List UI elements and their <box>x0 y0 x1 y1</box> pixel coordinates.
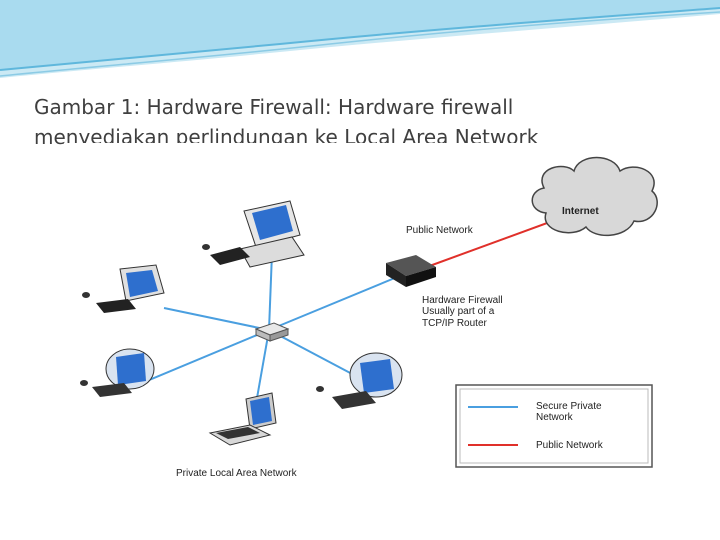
firewall-label-1: Hardware Firewall <box>422 295 503 306</box>
lan-label: Private Local Area Network <box>176 468 298 479</box>
wave-banner <box>0 0 720 78</box>
computer-left-upper <box>82 264 165 313</box>
network-diagram: Internet Public Network Hardware Firewal… <box>64 143 662 491</box>
firewall-label-2: Usually part of a <box>422 306 495 317</box>
firewall-label-3: TCP/IP Router <box>422 318 488 329</box>
legend-secure-label-1: Secure Private <box>536 401 602 412</box>
firewall-device <box>386 255 436 287</box>
secure-links <box>141 252 403 416</box>
legend-secure-label-2: Network <box>536 412 574 423</box>
legend-public-label: Public Network <box>536 440 604 451</box>
public-link <box>423 214 570 269</box>
network-hub <box>254 322 290 342</box>
computer-right <box>316 352 403 409</box>
caption-line-1: Gambar 1: Hardware Firewall: Hardware fi… <box>34 95 514 119</box>
laptop <box>208 392 277 446</box>
public-network-label: Public Network <box>406 225 474 236</box>
internet-cloud: Internet <box>531 156 658 237</box>
legend: Secure Private Network Public Network <box>455 384 653 468</box>
computer-left-lower <box>80 348 155 397</box>
computer-top <box>202 200 305 268</box>
slide-caption: Gambar 1: Hardware Firewall: Hardware fi… <box>34 92 694 150</box>
internet-label: Internet <box>562 206 599 217</box>
